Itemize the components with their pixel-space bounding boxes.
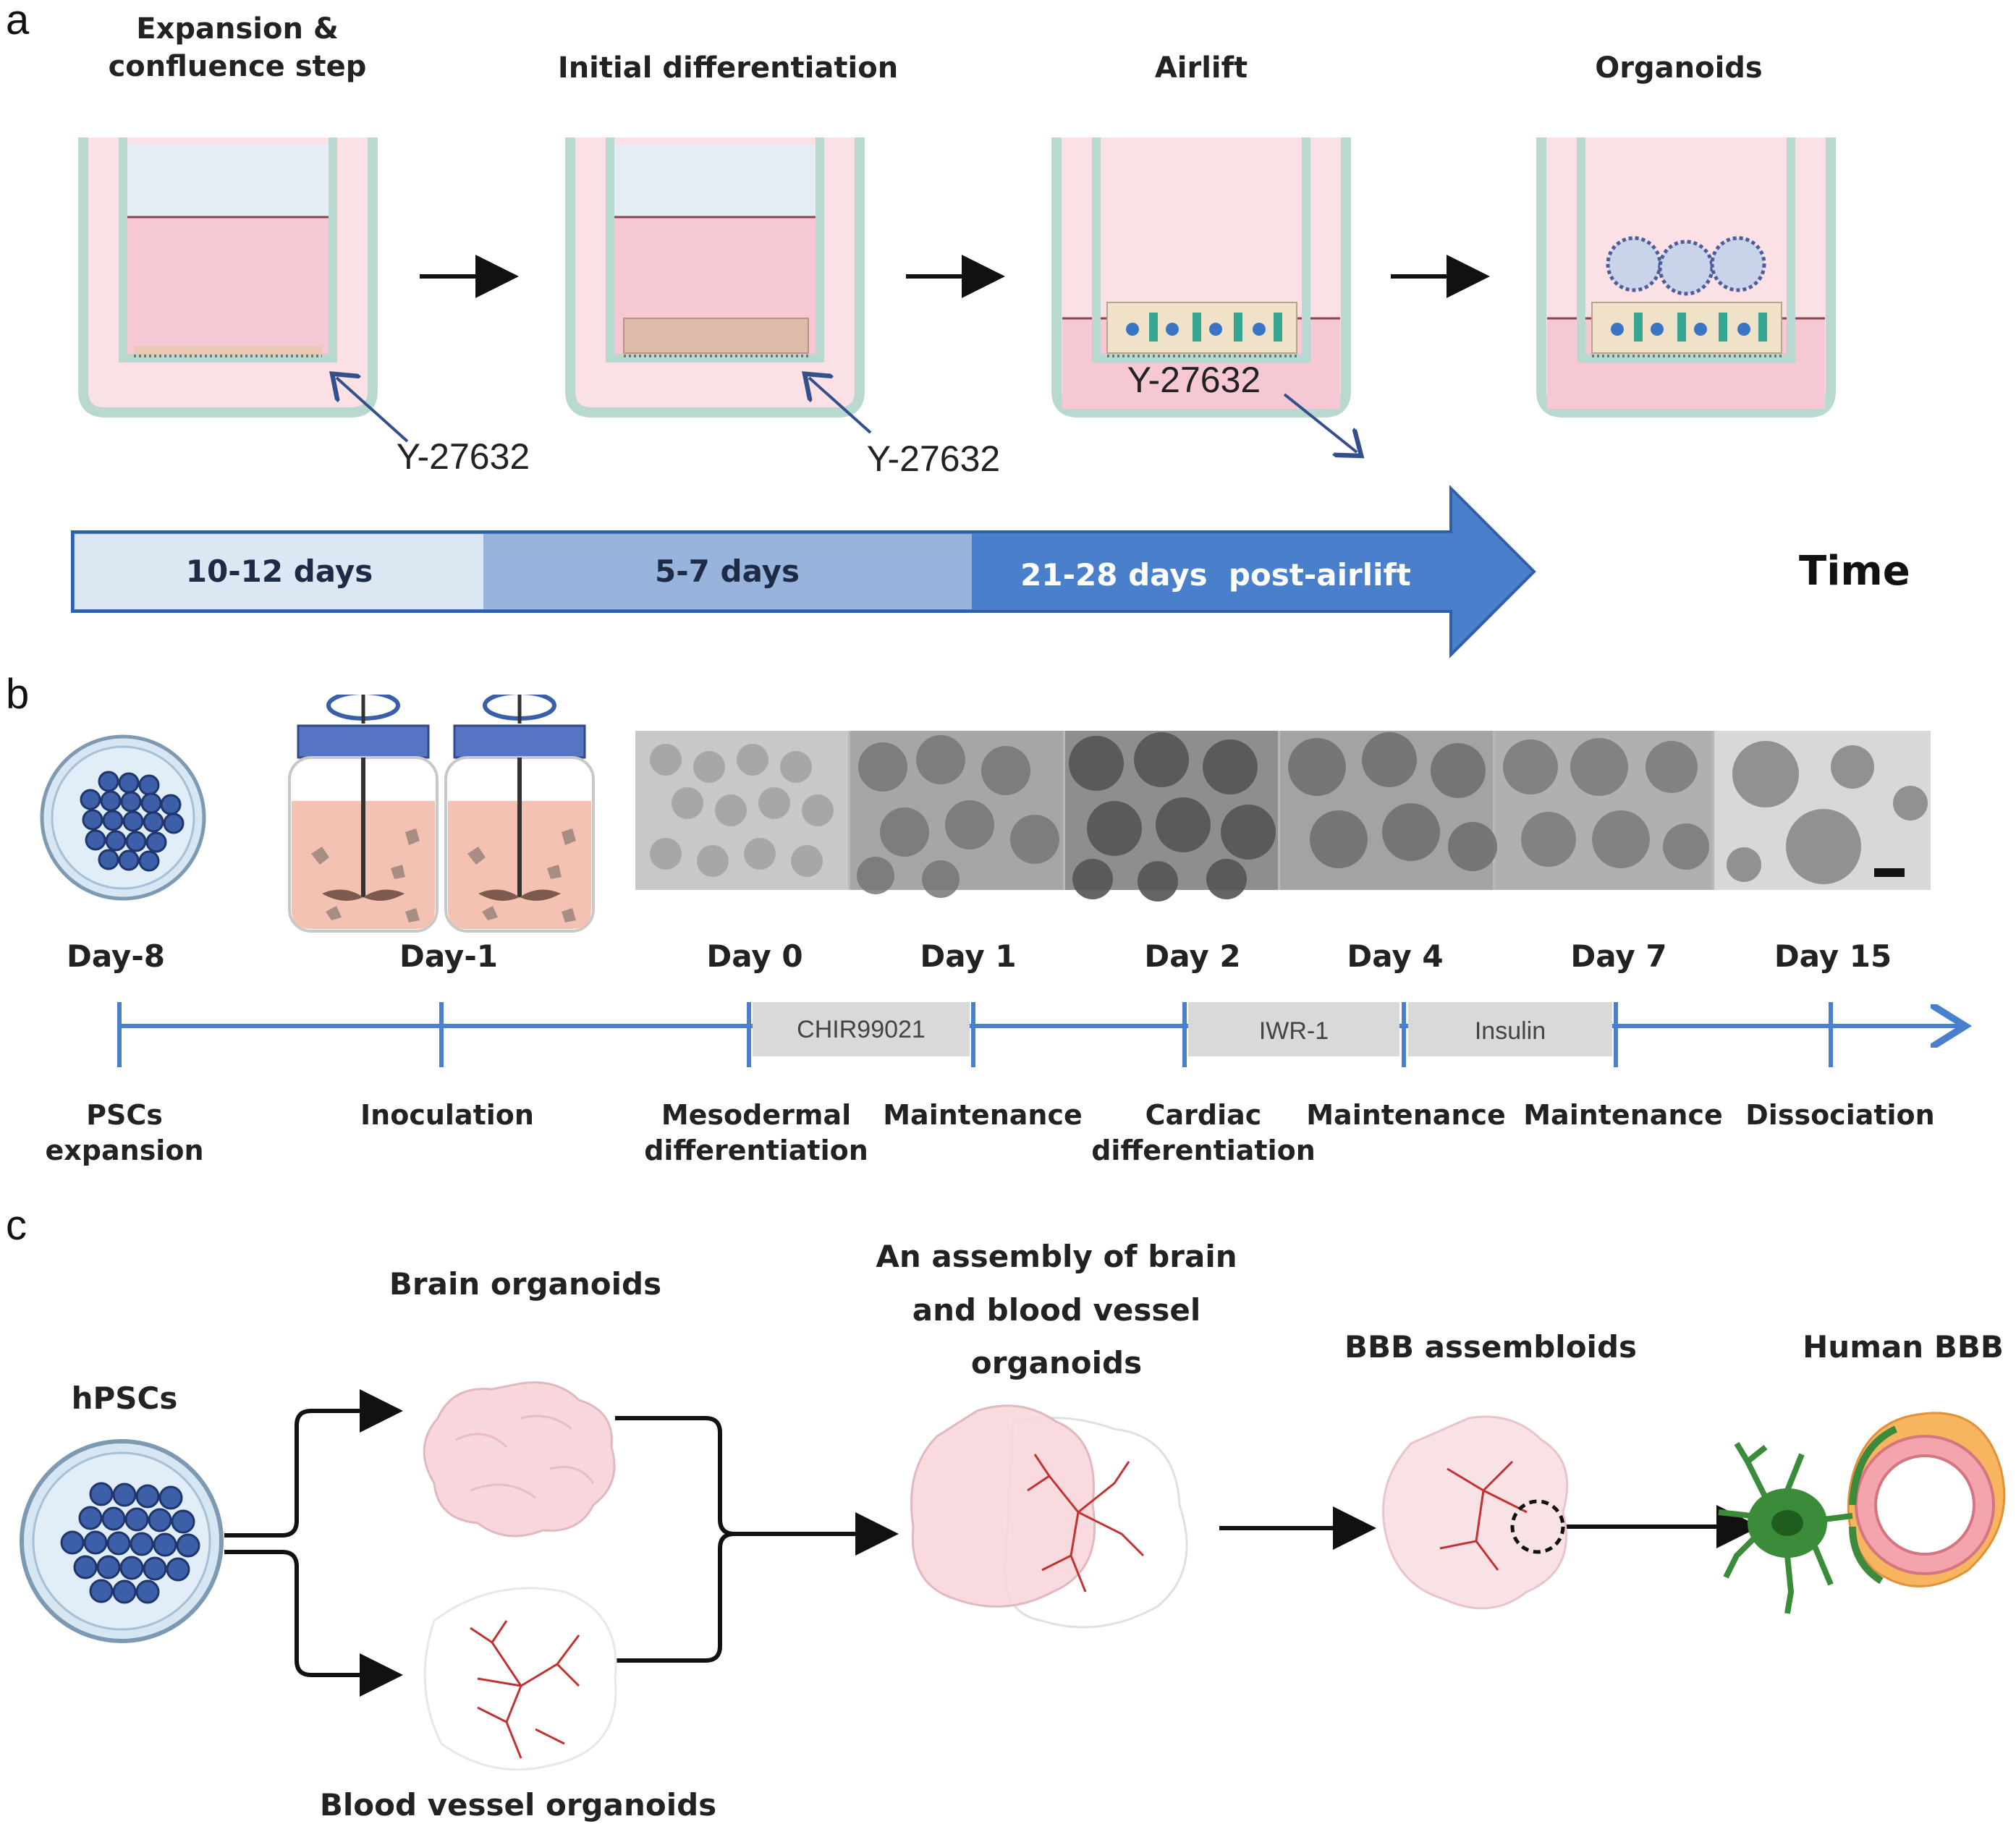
step-label-4: Maintenance: [883, 1099, 1083, 1131]
panel-b-illustrations: [40, 695, 2016, 1067]
assembly-label: An assembly of brain and blood vessel or…: [876, 1230, 1237, 1390]
bioreactor-1: [288, 695, 439, 933]
petri-dish-b: [40, 734, 206, 901]
step-3-line1: Mesodermal: [661, 1099, 852, 1131]
stage-3-label: Airlift: [1154, 51, 1248, 85]
box-label-chir99021: CHIR99021: [797, 1016, 926, 1043]
stage-4-label: Organoids: [1595, 51, 1763, 85]
day-label-4: Day 1: [920, 938, 1017, 974]
bbb-assembloids-label: BBB assembloids: [1344, 1329, 1638, 1365]
step-label-5: Cardiac differentiation: [1091, 1098, 1316, 1169]
assembly-organoids: [910, 1404, 1188, 1629]
timeline-segment-3-label: 21-28 days post-airlift: [1020, 557, 1411, 593]
day-label-7: Day 7: [1570, 938, 1667, 974]
y27632-label-1: Y-27632: [396, 436, 530, 477]
assembly-line3: organoids: [970, 1345, 1143, 1381]
blood-vessel-organoids-label: Blood vessel organoids: [319, 1787, 717, 1823]
stage-1-label-line1: Expansion &: [136, 12, 339, 46]
petri-dish-c: [20, 1439, 224, 1643]
day-label-5: Day 2: [1144, 938, 1241, 974]
step-label-2: Inoculation: [360, 1099, 534, 1131]
day-label-1: Day-8: [67, 938, 165, 974]
day-label-8: Day 15: [1774, 938, 1892, 974]
box-label-insulin: Insulin: [1474, 1017, 1546, 1045]
step-1-line2: expansion: [45, 1135, 204, 1167]
treatment-boxes: [753, 1002, 1612, 1056]
assembly-line2: and blood vessel: [912, 1292, 1201, 1328]
microscopy-strip: [635, 731, 1931, 902]
transwell-3: [1051, 137, 1351, 417]
y27632-pointers: [336, 378, 1357, 452]
transwell-diagrams: [71, 137, 1836, 658]
panel-a-letter: a: [6, 0, 30, 43]
step-label-7: Maintenance: [1523, 1099, 1723, 1131]
assembly-line1: An assembly of brain: [876, 1239, 1237, 1274]
branch-connectors: [224, 1389, 1760, 1697]
timeline-segment-2-label: 5-7 days: [655, 554, 800, 589]
stage-1-label: Expansion & confluence step: [109, 10, 367, 85]
brain-organoid: [423, 1381, 616, 1538]
timeline-arrow: [71, 485, 1536, 658]
bbb-assembloid: [1382, 1415, 1569, 1610]
panel-c-illustrations: [20, 1381, 2006, 1771]
organoid-spheres: [1606, 236, 1766, 296]
y27632-label-2: Y-27632: [866, 438, 1001, 479]
transwell-2: [565, 137, 865, 417]
brain-organoids-label: Brain organoids: [389, 1266, 662, 1302]
day-label-6: Day 4: [1347, 938, 1444, 974]
hpscs-label: hPSCs: [71, 1381, 178, 1416]
day-label-3: Day 0: [706, 938, 803, 974]
transwell-4: [1536, 137, 1836, 417]
step-label-3: Mesodermal differentiation: [644, 1098, 868, 1169]
step-5-line2: differentiation: [1091, 1135, 1316, 1167]
step-label-1: PSCs expansion: [46, 1098, 204, 1169]
step-label-8: Dissociation: [1745, 1099, 1935, 1131]
timeline-b: [117, 1002, 1961, 1067]
panel-c-letter: c: [6, 1202, 27, 1249]
step-3-line2: differentiation: [644, 1135, 868, 1167]
human-bbb-label: Human BBB: [1803, 1329, 2004, 1365]
timeline-segment-1-label: 10-12 days: [185, 554, 373, 589]
box-label-iwr1: IWR-1: [1258, 1017, 1329, 1045]
stage-2-label: Initial differentiation: [557, 51, 899, 85]
blood-vessel-organoid: [423, 1587, 617, 1771]
bioreactor-2: [444, 695, 595, 933]
y27632-label-3: Y-27632: [1127, 360, 1261, 400]
transwell-1: [78, 137, 378, 417]
human-bbb-illustration: [1718, 1412, 2006, 1614]
step-1-line1: PSCs: [86, 1099, 163, 1131]
step-label-6: Maintenance: [1306, 1099, 1506, 1131]
time-label: Time: [1799, 548, 1910, 595]
panel-b-letter: b: [6, 671, 30, 718]
day-label-2: Day-1: [399, 938, 498, 974]
stage-1-label-line2: confluence step: [108, 50, 367, 83]
step-5-line1: Cardiac: [1145, 1099, 1262, 1131]
